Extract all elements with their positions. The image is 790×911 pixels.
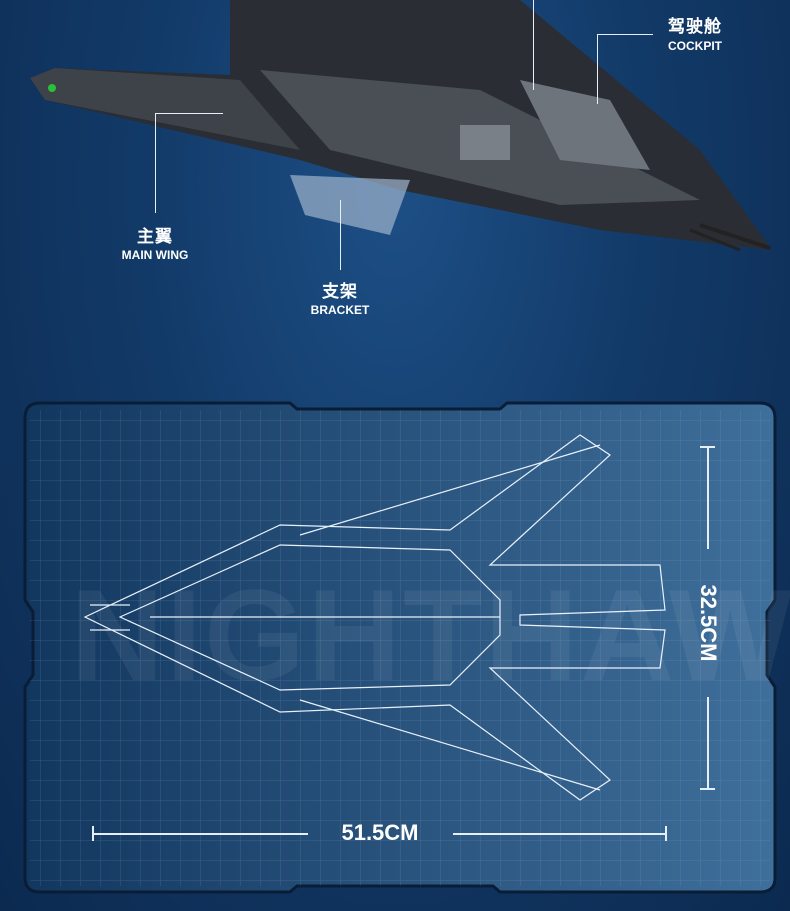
main-wing-label-cn: 主翼 (137, 227, 173, 247)
aircraft-model-photo (30, 0, 772, 252)
cockpit-leader-line (533, 0, 534, 90)
height-label: 32.5CM (696, 584, 721, 662)
cockpit-leader-line-3 (597, 34, 653, 35)
width-tick-right (665, 826, 667, 841)
height-tick-top (700, 446, 715, 448)
width-label: 51.5CM (341, 820, 419, 845)
main-wing-label-en: MAIN WING (121, 248, 189, 262)
height-dimension-line-bottom (707, 697, 709, 789)
bracket-leader-line (340, 200, 341, 270)
aircraft-blueprint-outline (83, 434, 666, 801)
width-dimension-line-right (453, 833, 666, 835)
width-tick-left (92, 826, 94, 841)
wing-leader-line (155, 113, 223, 114)
cockpit-label-cn: 驾驶舱 (668, 17, 722, 37)
height-dimension-line-top (707, 447, 709, 549)
cockpit-leader-line-2 (597, 34, 598, 104)
bracket-stand (290, 175, 410, 235)
bracket-label-cn: 支架 (322, 282, 358, 302)
nighthawk-watermark: NIGHTHAWK (70, 562, 790, 708)
wing-leader-line-2 (155, 113, 156, 213)
bracket-label-en: BRACKET (310, 303, 370, 317)
height-tick-bottom (700, 788, 715, 790)
cockpit-label-en: COCKPIT (668, 39, 722, 53)
width-dimension-line-left (93, 833, 308, 835)
